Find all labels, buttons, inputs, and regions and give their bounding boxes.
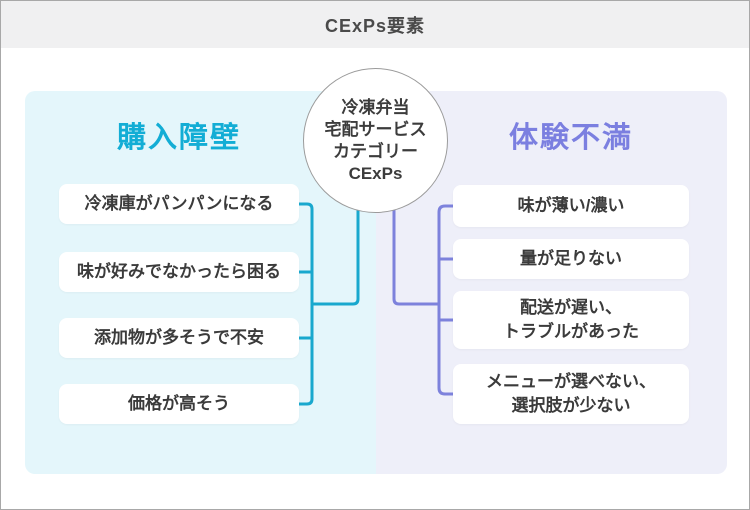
right-trunk-line [437,204,453,396]
left-item-additives-concern: 添加物が多そうで不安 [59,318,299,358]
right-item-quantity-insufficient: 量が足りない [453,239,689,279]
title-bar: CExPs要素 [1,1,749,48]
experience-dissatisfaction-title: 体験不満 [508,122,633,154]
center-node-circle: 冷凍弁当 宅配サービス カテゴリー CExPs [303,68,448,213]
right-item-menu-choice-limited: メニューが選べない、 選択肢が少ない [453,364,689,424]
right-item-taste-thin-strong: 味が薄い/濃い [453,185,689,227]
left-branch-to-center-line [312,207,360,306]
left-item-freezer-full: 冷凍庫がパンパンになる [59,184,299,224]
page-title: CExPs要素 [324,15,426,36]
right-item-delivery-trouble: 配送が遅い、 トラブルがあった [453,291,689,349]
purchase-barrier-title: 購入障壁 [116,122,241,154]
right-branch-to-center-line [392,207,439,306]
left-item-taste-preference: 味が好みでなかったら困る [59,252,299,292]
left-trunk-line [299,202,314,406]
left-item-price-high: 価格が高そう [59,384,299,424]
